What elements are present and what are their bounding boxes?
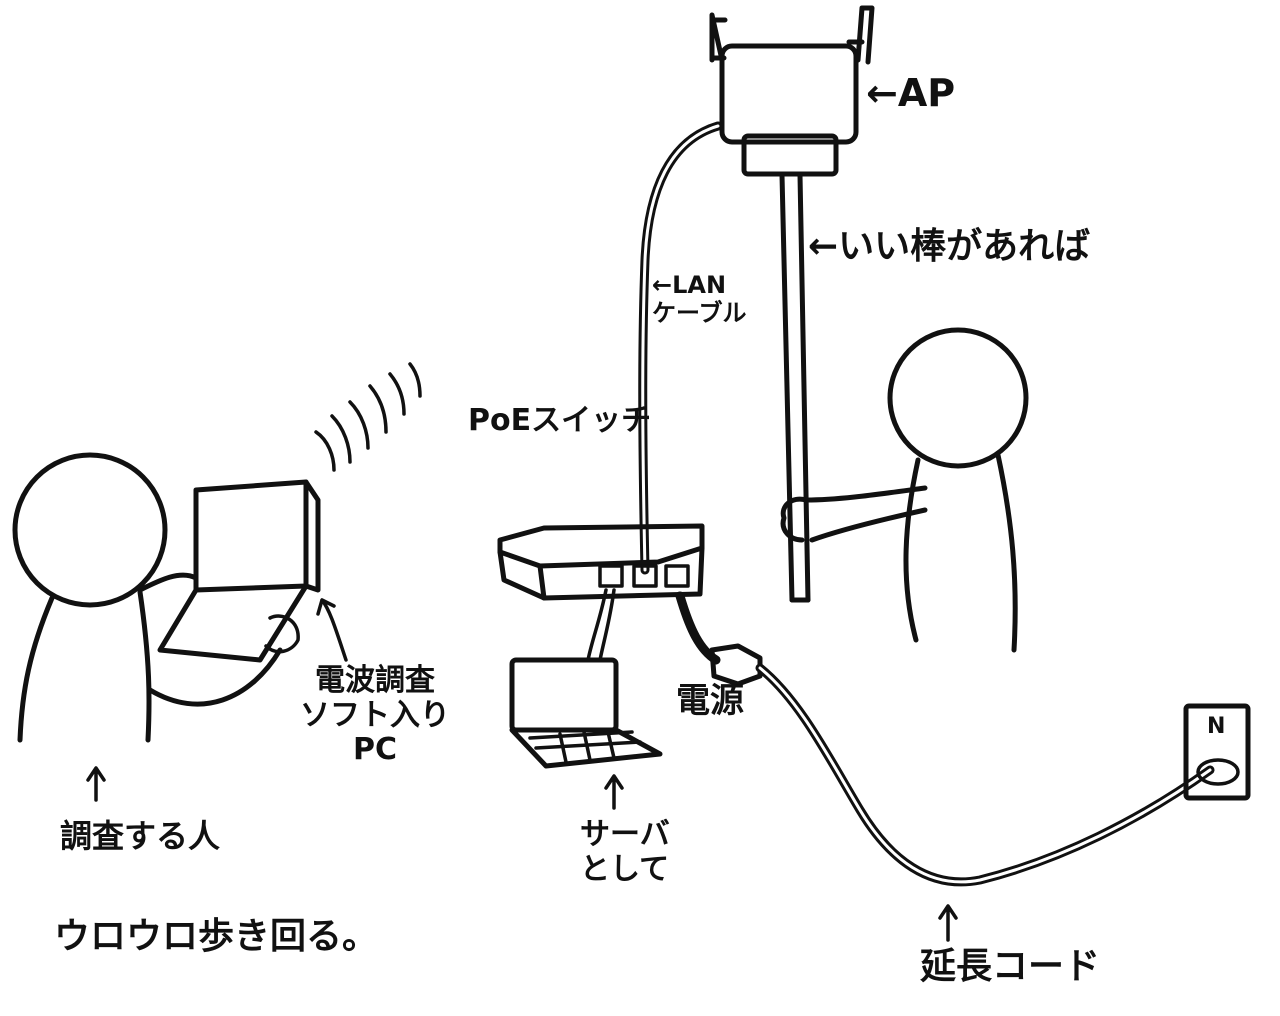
server-laptop (509, 588, 663, 769)
label-server: サーバ として (580, 817, 670, 887)
wall-outlet (1183, 703, 1251, 801)
label-pole: ←いい棒があれば (808, 226, 1091, 267)
label-power: 電源 (676, 681, 744, 721)
access-point (709, 5, 875, 177)
wireless-signal-icon (314, 362, 422, 472)
label-survey-pc: 電波調査 ソフト入り PC (300, 663, 450, 767)
label-ap: ←AP (866, 71, 956, 115)
label-lan-cable: ←LAN ケーブル (652, 271, 747, 327)
survey-pc-pointer (316, 598, 348, 662)
lan-cable (638, 121, 723, 575)
up-arrows (86, 766, 958, 942)
poe-switch (497, 523, 705, 601)
power-cable (675, 591, 1215, 887)
label-surveyor: 調査する人 (60, 817, 221, 855)
label-extension-cord: 延長コード (920, 946, 1101, 987)
label-outlet-mark: N (1207, 714, 1226, 739)
label-poe-switch: PoEスイッチ (468, 403, 652, 438)
surveyor-person (12, 452, 283, 743)
label-walk-around: ウロウロ歩き回る。 (54, 916, 379, 957)
pole-holder-person (780, 327, 1029, 653)
pole (779, 172, 811, 603)
survey-laptop (157, 479, 321, 663)
